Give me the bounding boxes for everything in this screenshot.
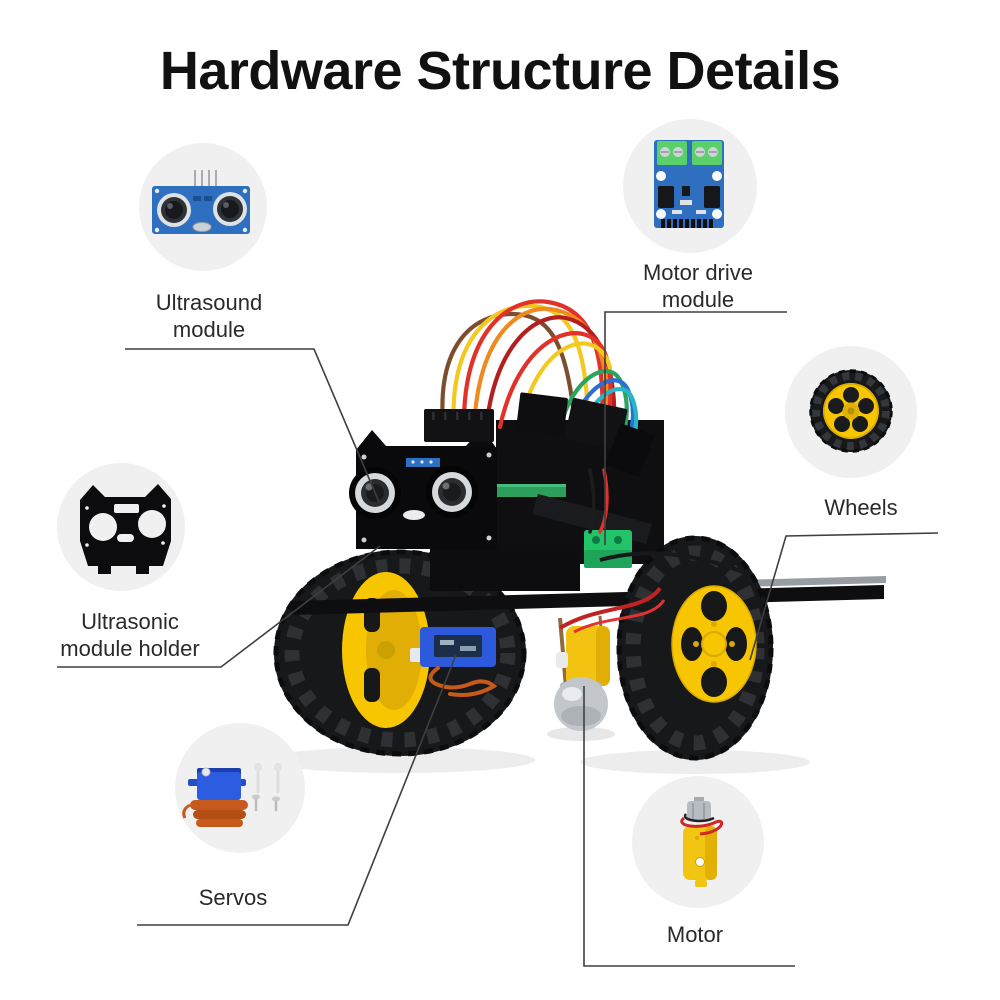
label-servos: Servos	[198, 885, 268, 910]
robot-wire-connectors	[424, 392, 654, 477]
robot-gear-motor	[556, 615, 610, 689]
robot-car-photo	[265, 299, 886, 774]
leader-line-wheels	[749, 532, 939, 661]
leader-line-ultrasonic-module-holder	[57, 545, 381, 668]
micro-servo-photo	[175, 723, 305, 853]
label-ultrasound-module: Ultrasound module	[155, 290, 263, 342]
robot-right-wheel	[616, 535, 774, 761]
leader-line-servos	[137, 654, 457, 926]
robot-ball-caster	[554, 677, 608, 731]
motor-driver-board-photo	[623, 119, 757, 253]
robot-servo	[410, 627, 498, 697]
tt-gear-motor-photo	[632, 776, 764, 908]
leader-lines	[57, 311, 939, 967]
label-motor-drive-module: Motor drive module	[642, 260, 754, 312]
wheel-photo	[785, 346, 917, 478]
leader-line-motor-drive-module	[604, 311, 787, 545]
robot-front-plate	[349, 428, 497, 549]
cat-shaped-holder-photo	[57, 463, 185, 591]
label-ultrasonic-module-holder: Ultrasonic module holder	[60, 609, 200, 661]
ultrasonic-sensor-photo	[139, 143, 267, 271]
robot-power-wires	[558, 551, 749, 634]
label-motor: Motor	[666, 922, 724, 947]
label-wheels: Wheels	[824, 495, 898, 520]
leader-line-ultrasound-module	[125, 348, 380, 503]
leader-line-motor	[583, 686, 795, 967]
page-title: Hardware Structure Details	[159, 41, 841, 101]
robot-ultrasonic-sensor-right-eye	[426, 466, 478, 518]
